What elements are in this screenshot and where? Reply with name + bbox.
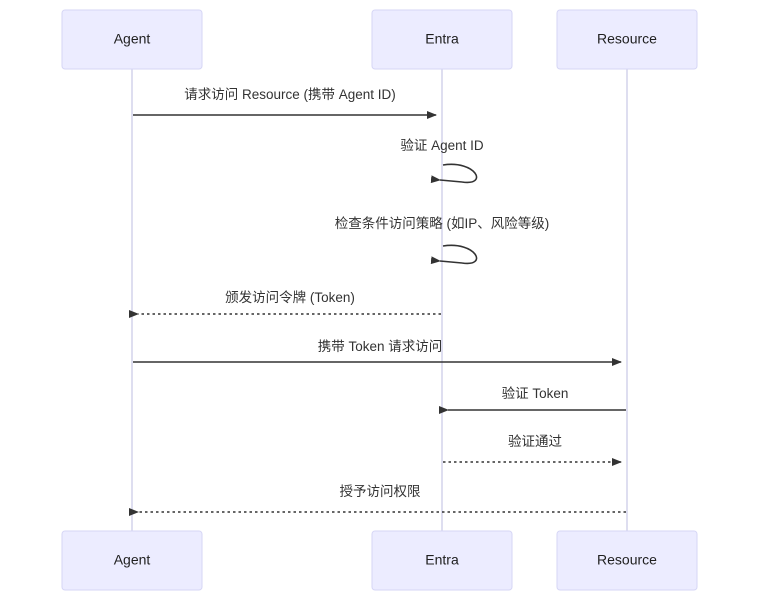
participant-rect-entra-bottom[interactable] — [371, 530, 513, 591]
message-label-7: 验证通过 — [508, 434, 562, 449]
participant-box-agent-top[interactable]: Agent — [61, 9, 203, 70]
message-label-6: 验证 Token — [502, 386, 569, 401]
participant-rect-resource-bottom[interactable] — [556, 530, 698, 591]
message-3: 检查条件访问策略 (如IP、风险等级) — [335, 215, 550, 265]
participant-label-entra-bottom: Entra — [425, 552, 459, 568]
participant-rect-entra-top[interactable] — [371, 9, 513, 70]
message-selfloop-path-3 — [442, 244, 478, 265]
message-5: 携带 Token 请求访问 — [133, 339, 622, 366]
message-7: 验证通过 — [443, 434, 622, 466]
message-4: 颁发访问令牌 (Token) — [129, 289, 441, 318]
participant-box-entra-bottom[interactable]: Entra — [371, 530, 513, 591]
message-label-1: 请求访问 Resource (携带 Agent ID) — [184, 87, 396, 102]
message-arrow-2 — [430, 175, 463, 184]
participant-label-resource-top: Resource — [597, 31, 657, 47]
message-label-5: 携带 Token 请求访问 — [318, 339, 443, 354]
participant-rect-agent-top[interactable] — [61, 9, 203, 70]
message-selfloop-path-2 — [442, 163, 478, 184]
message-label-8: 授予访问权限 — [340, 483, 421, 499]
message-6: 验证 Token — [439, 386, 626, 414]
message-label-3: 检查条件访问策略 (如IP、风险等级) — [335, 215, 550, 231]
message-2: 验证 Agent ID — [400, 138, 484, 184]
participant-label-entra-top: Entra — [425, 31, 459, 47]
participant-headers: Agent Entra Resource — [61, 9, 698, 70]
participant-label-resource-bottom: Resource — [597, 552, 657, 568]
message-arrow-3 — [430, 256, 463, 265]
participant-label-agent-top: Agent — [114, 31, 151, 47]
participant-box-resource-top[interactable]: Resource — [556, 9, 698, 70]
participant-box-agent-bottom[interactable]: Agent — [61, 530, 203, 591]
message-1: 请求访问 Resource (携带 Agent ID) — [133, 87, 437, 119]
message-label-2: 验证 Agent ID — [400, 138, 484, 153]
message-8: 授予访问权限 — [129, 483, 626, 516]
participant-label-agent-bottom: Agent — [114, 552, 151, 568]
participant-box-entra-top[interactable]: Entra — [371, 9, 513, 70]
participant-box-resource-bottom[interactable]: Resource — [556, 530, 698, 591]
participant-rect-resource-top[interactable] — [556, 9, 698, 70]
message-label-4: 颁发访问令牌 (Token) — [225, 289, 355, 305]
lifelines — [131, 69, 628, 531]
participant-footers: Agent Entra Resource — [61, 530, 698, 591]
participant-rect-agent-bottom[interactable] — [61, 530, 203, 591]
